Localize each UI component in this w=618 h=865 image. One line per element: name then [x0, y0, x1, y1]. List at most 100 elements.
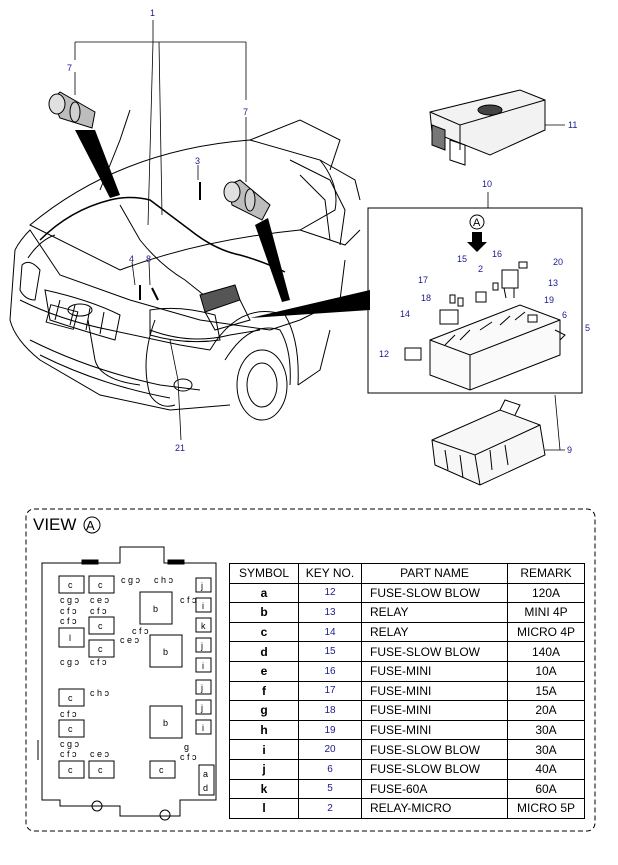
cell-key-no: 18: [298, 700, 362, 721]
fuse-h2: c h ɔ: [90, 688, 110, 698]
fuse-box-bracket: [431, 399, 546, 486]
fuse-f3b: c f ɔ: [60, 616, 77, 626]
fuse-c4: c: [98, 644, 103, 654]
cell-part-name: RELAY: [361, 602, 508, 623]
callout-numbers: 1 7 7 3 4 8 21 11 10 15 16 2 20 13 17 18…: [67, 8, 590, 455]
cell-remark: 20A: [507, 700, 585, 721]
cell-symbol: k: [229, 778, 299, 800]
fuse-block-assembly: [404, 261, 566, 391]
cell-symbol: h: [229, 719, 299, 741]
cell-remark: MINI 4P: [507, 602, 585, 623]
view-circle-letter: A: [86, 518, 95, 533]
header-symbol: SYMBOL: [229, 563, 299, 584]
callout-9: 9: [567, 445, 572, 455]
fuse-b2: b: [163, 647, 168, 657]
cell-part-name: FUSE-SLOW BLOW: [361, 739, 508, 760]
circle-a-label: A: [473, 217, 481, 229]
cell-part-name: FUSE-MINI: [361, 680, 508, 702]
cell-remark: 10A: [507, 660, 585, 682]
callout-1: 1: [150, 8, 155, 18]
fuse-f4: c f ɔ: [132, 626, 149, 636]
cell-symbol: g: [229, 700, 299, 721]
leader-lines: [74, 20, 565, 451]
fuse-i1: i: [202, 601, 204, 611]
fuse-c8: c: [98, 765, 103, 775]
fuse-e1: c e ɔ: [90, 595, 110, 605]
cell-remark: 30A: [507, 739, 585, 760]
fuse-f5: c f ɔ: [60, 709, 77, 719]
fuse-f4b: c f ɔ: [90, 657, 107, 667]
cell-remark: 120A: [507, 582, 585, 604]
fuse-j3: j: [200, 683, 203, 693]
fuse-c6: c: [68, 724, 73, 734]
fuse-f6b: c f ɔ: [180, 752, 197, 762]
cell-key-no: 6: [298, 758, 362, 780]
cell-symbol: f: [229, 680, 299, 702]
connector-7-left: [48, 91, 120, 198]
callout-6: 6: [562, 310, 567, 320]
fuse-l1: l: [69, 633, 71, 643]
fuse-g5: g: [184, 742, 189, 752]
header-remark: REMARK: [507, 563, 585, 584]
cell-remark: MICRO 4P: [507, 621, 585, 643]
cell-part-name: RELAY-MICRO: [361, 798, 508, 819]
pointer-arrow: [250, 290, 370, 318]
callout-7-left: 7: [67, 63, 72, 73]
callout-5: 5: [585, 323, 590, 333]
cell-remark: 60A: [507, 778, 585, 800]
cell-symbol: j: [229, 758, 299, 780]
fuse-c1: c: [68, 580, 73, 590]
callout-13: 13: [548, 278, 558, 288]
cell-symbol: d: [229, 641, 299, 662]
callout-14: 14: [400, 309, 410, 319]
callout-10: 10: [482, 179, 492, 189]
cell-key-no: 5: [298, 778, 362, 800]
header-key-no: KEY NO.: [298, 563, 362, 584]
fuse-g1: c g ɔ: [121, 575, 141, 585]
fuse-f2: c f ɔ: [60, 606, 77, 616]
callout-11: 11: [568, 120, 577, 130]
cell-remark: 140A: [507, 641, 585, 662]
detail-frame: [367, 207, 583, 394]
view-title: VIEW: [33, 515, 76, 534]
fuse-b1: b: [153, 604, 158, 614]
callout-16: 16: [492, 249, 502, 259]
cell-symbol: e: [229, 660, 299, 682]
fuse-d1: d: [203, 783, 208, 793]
fuse-slots: [58, 575, 215, 796]
cell-part-name: FUSE-SLOW BLOW: [361, 758, 508, 780]
fuse-e2: c e ɔ: [120, 635, 140, 645]
cell-remark: 40A: [507, 758, 585, 780]
fuse-c7: c: [68, 765, 73, 775]
header-part-name: PART NAME: [361, 563, 508, 584]
fuse-a1: a: [203, 769, 208, 779]
fuse-j4: j: [200, 703, 203, 713]
cell-key-no: 19: [298, 719, 362, 741]
fuse-f6: c f ɔ: [60, 749, 77, 759]
fuse-g3: c g ɔ: [60, 657, 80, 667]
cell-part-name: FUSE-MINI: [361, 700, 508, 721]
cell-part-name: FUSE-MINI: [361, 719, 508, 741]
callout-12: 12: [379, 349, 389, 359]
callout-4: 4: [129, 254, 134, 264]
fuse-h1: c h ɔ: [154, 575, 174, 585]
fuse-f1: c f ɔ: [180, 595, 197, 605]
car-illustration: [9, 109, 361, 421]
fuse-g4: c g ɔ: [60, 739, 80, 749]
cell-part-name: FUSE-SLOW BLOW: [361, 582, 508, 604]
fuse-c9: c: [159, 765, 164, 775]
fuse-j1: j: [200, 581, 203, 591]
cell-key-no: 12: [298, 582, 362, 604]
fuse-k1: k: [201, 621, 206, 631]
fuse-i3: i: [202, 723, 204, 733]
view-circle: [83, 516, 101, 534]
table-header-row: SYMBOL KEY NO. PART NAME REMARK: [229, 563, 585, 584]
callout-20: 20: [553, 257, 563, 267]
